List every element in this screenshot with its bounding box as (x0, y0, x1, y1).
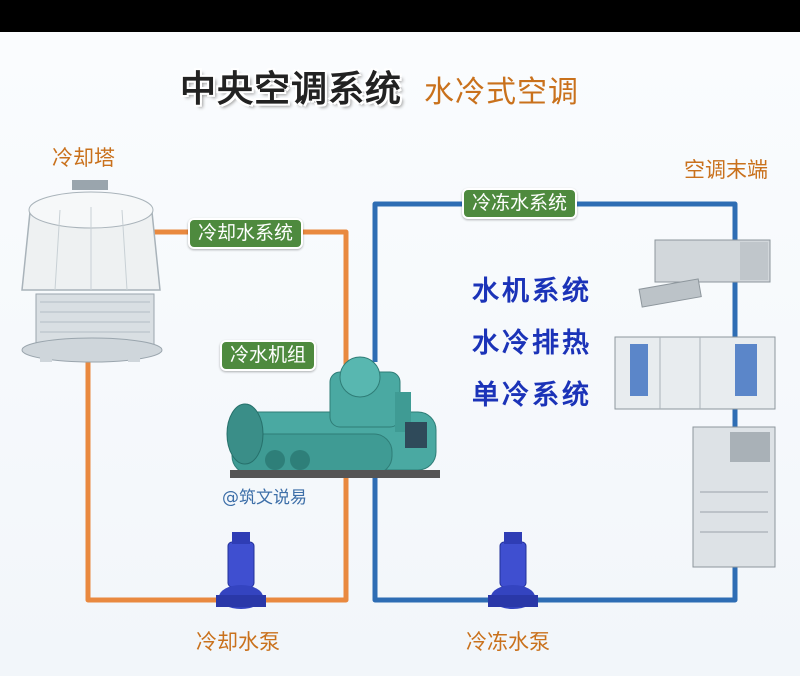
pill-cooling-water-system: 冷却水系统 (188, 218, 304, 249)
ac-terminal-images (614, 239, 776, 568)
feature-line-3: 单冷系统 (472, 380, 592, 411)
fan-coil-unit (638, 239, 771, 308)
label-chilled-water-pump: 冷冻水泵 (466, 630, 550, 654)
feature-line-1: 水机系统 (472, 276, 592, 307)
cooling-tower-image (21, 180, 163, 363)
title-sub: 水冷式空调 (424, 75, 579, 110)
label-cooling-tower: 冷却塔 (52, 146, 115, 170)
cooling-water-pump-image (216, 532, 266, 609)
cabinet-unit (692, 426, 776, 568)
label-cooling-water-pump: 冷却水泵 (196, 630, 280, 654)
label-ac-terminal: 空调末端 (684, 158, 768, 182)
diagram-canvas: 中央空调系统 水冷式空调 冷却塔 空调末端 冷却水泵 冷冻水泵 冷却水系统 冷冻… (0, 32, 800, 676)
watermark: @筑文说易 (222, 488, 307, 508)
air-handling-unit (614, 336, 776, 410)
pill-chilled-water-system: 冷冻水系统 (462, 188, 578, 219)
chilled-water-pump-image (488, 532, 538, 609)
diagram-graphics (21, 180, 776, 609)
feature-line-2: 水冷排热 (472, 328, 592, 359)
pill-chiller-unit: 冷水机组 (220, 340, 317, 371)
title-main: 中央空调系统 (180, 69, 403, 110)
chiller-unit-image (226, 356, 440, 478)
